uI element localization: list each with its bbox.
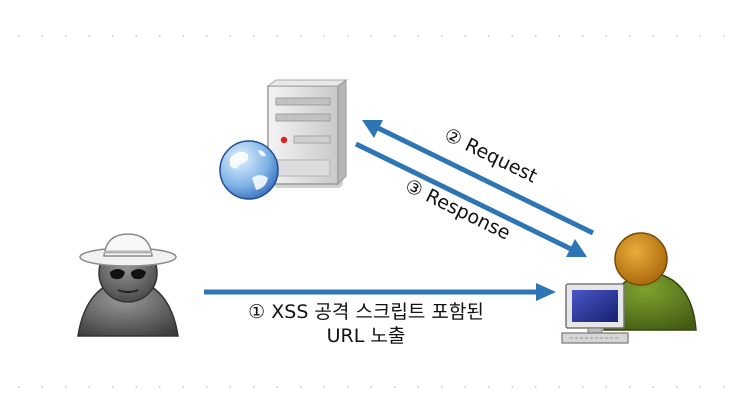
edge-server-to-victim	[354, 141, 587, 257]
web-server-icon	[266, 79, 348, 188]
hacker-icon	[77, 233, 179, 337]
request-label: ② Request	[441, 124, 541, 188]
edge-attacker-to-victim	[204, 283, 556, 301]
xss-url-label-line1: ① XSS 공격 스크립트 포함된	[248, 301, 484, 323]
xss-url-label-line2: URL 노출	[327, 325, 406, 347]
edge-victim-to-server	[362, 120, 595, 236]
globe-icon	[219, 140, 279, 200]
user-computer-icon	[561, 232, 697, 344]
